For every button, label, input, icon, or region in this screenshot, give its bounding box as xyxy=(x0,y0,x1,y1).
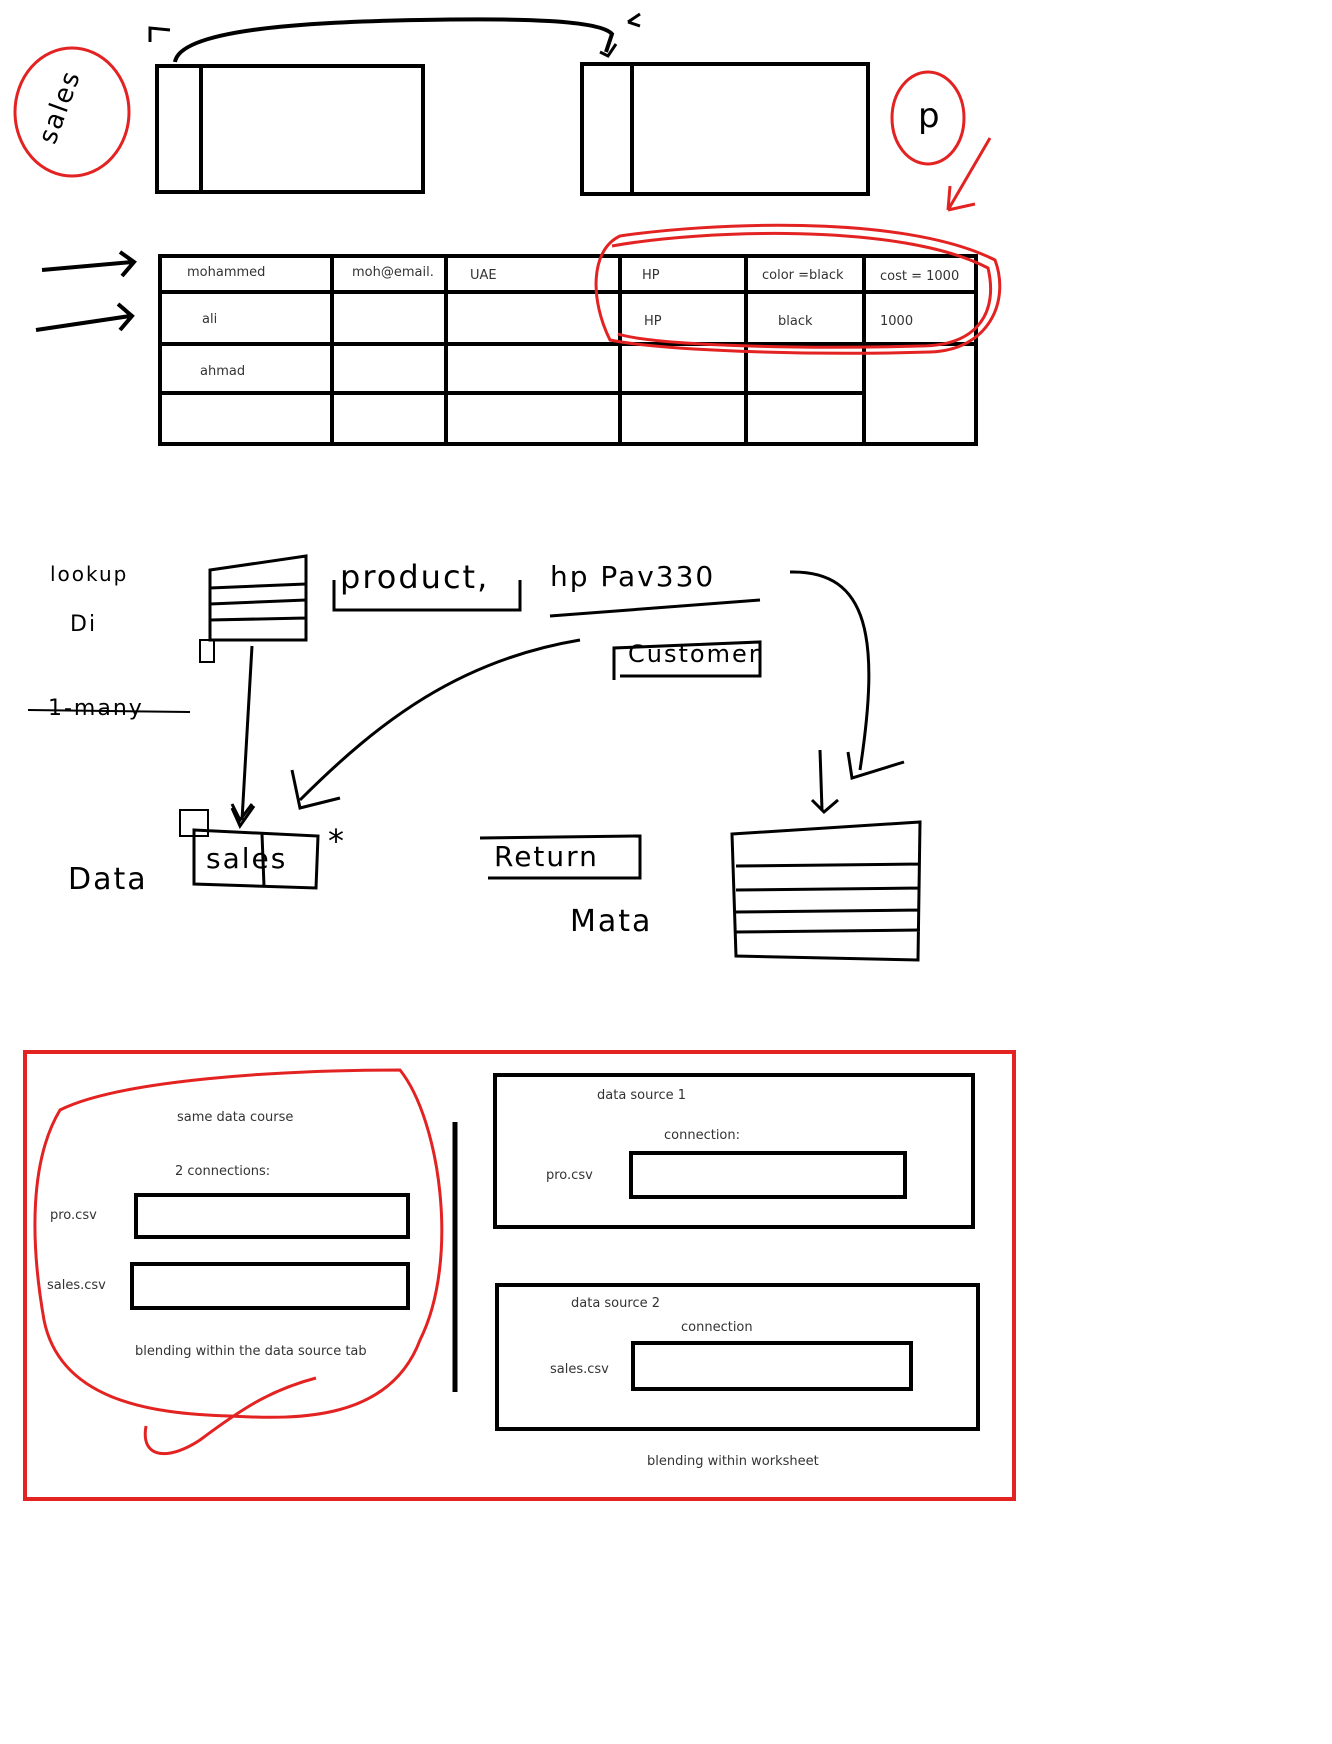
sales-csv-connection-field[interactable] xyxy=(130,1262,410,1310)
star-mark: * xyxy=(328,822,346,860)
lookup-label: lookup xyxy=(50,562,129,586)
left-field2-label: sales.csv xyxy=(47,1278,106,1293)
table-cell: HP xyxy=(644,314,662,329)
p-circle-label: p xyxy=(918,96,942,136)
pro-csv-connection-field[interactable] xyxy=(134,1193,410,1239)
data-source-1-title: data source 1 xyxy=(597,1088,686,1103)
data-source-2-connection-label: connection xyxy=(681,1320,753,1335)
product-label: product, xyxy=(340,558,490,596)
right-footer: blending within worksheet xyxy=(647,1454,819,1469)
table-cell: 1000 xyxy=(880,314,914,329)
return-label: Return xyxy=(494,840,599,873)
data-source-2-box xyxy=(495,1283,980,1431)
data-source-1-box xyxy=(493,1073,975,1229)
product-entity-key-column xyxy=(580,62,634,196)
sales-entity-key-column xyxy=(155,64,203,194)
data-source-1-connection-field[interactable] xyxy=(629,1151,907,1199)
data-source-2-connection-field[interactable] xyxy=(631,1341,913,1391)
table-cell: cost = 1000 xyxy=(880,269,960,284)
table-cell: ali xyxy=(202,312,218,327)
table-cell: UAE xyxy=(470,268,497,283)
mata-label: Mata xyxy=(570,904,653,939)
data-source-1-connection-label: connection: xyxy=(664,1128,741,1143)
data-source-2-title: data source 2 xyxy=(571,1296,660,1311)
sales-box-label: sales xyxy=(206,842,288,875)
data-label: Data xyxy=(68,862,148,897)
table-cell: moh@email. xyxy=(352,265,434,280)
left-footer: blending within the data source tab xyxy=(135,1344,367,1359)
one-many-label: 1-many xyxy=(48,696,144,721)
hp-model-label: hp Pav330 xyxy=(550,560,716,593)
data-source-1-file-label: pro.csv xyxy=(546,1168,593,1183)
table-cell: black xyxy=(778,314,813,329)
di-label: Di xyxy=(70,612,98,637)
table-cell: ahmad xyxy=(200,364,246,379)
table-cell: HP xyxy=(642,268,660,283)
blending-panel xyxy=(23,1050,1016,1501)
customer-label: Customer xyxy=(628,640,761,668)
data-source-2-file-label: sales.csv xyxy=(550,1362,609,1377)
left-field1-label: pro.csv xyxy=(50,1208,97,1223)
left-group-title: same data course xyxy=(177,1110,294,1125)
table-cell: color =black xyxy=(762,268,844,283)
table-cell: mohammed xyxy=(187,265,266,280)
left-connections-label: 2 connections: xyxy=(175,1164,271,1179)
